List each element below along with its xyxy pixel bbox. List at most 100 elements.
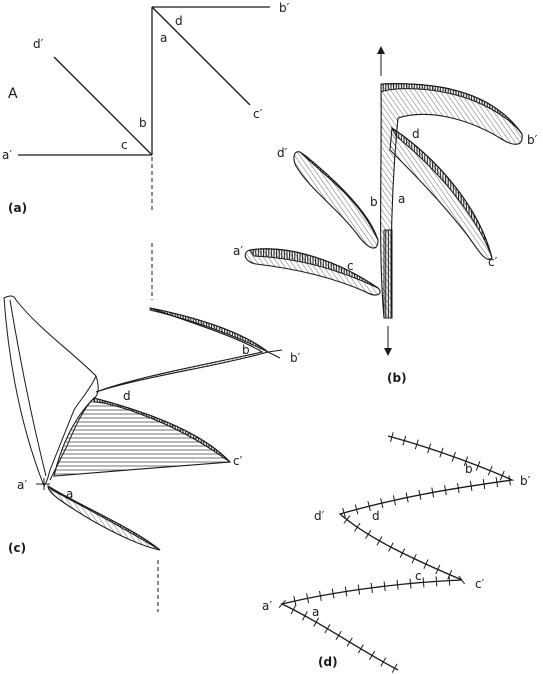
suture-tick [331,588,335,599]
suture-tick [431,487,435,498]
label-d-d-prime: d′ [314,509,325,523]
label-b-limb-a: a [398,192,405,206]
suture-tick [346,637,353,647]
label-c-limb-d: d [123,389,131,403]
suture-tick [458,575,466,585]
incision-d-limb [53,56,153,156]
label-limb-a: a [160,31,167,45]
panel-a: A a′ b′ c′ d′ a b c d (a) [2,1,290,215]
suture-ticks [278,432,511,673]
lifted-flap-outer [3,295,97,487]
suture-tick [435,564,441,575]
suture-tick [422,577,425,588]
label-limb-d: d [175,14,183,28]
suture-tick [344,586,348,597]
suture-tick [335,630,342,640]
label-d-limb-b: b [465,462,473,476]
flap-c-lower-edge [47,485,161,551]
suture-tick [469,480,473,491]
label-b-d-prime: d′ [277,146,288,160]
suture-tick [369,650,376,661]
label-b-b-prime: b′ [527,133,538,147]
label-b-limb-c: c [347,259,354,273]
suture-tick [293,595,297,607]
label-d-a-prime: a′ [262,599,272,613]
suture-tick [354,504,359,515]
panel-tag-d: (d) [318,655,338,669]
label-b-prime: b′ [279,1,290,15]
suture-tick [370,582,373,593]
flap-d-prime [293,151,379,249]
suture-tick [411,553,417,564]
label-b-a-prime: a′ [233,244,243,258]
suture-tick [414,439,419,450]
suture-tick [354,522,361,532]
suture-tick [388,542,394,552]
transposed-flap [53,397,232,477]
suture-tick [383,581,386,592]
suture-tick [380,498,384,509]
suture-tick [475,461,481,471]
suture-tick [457,483,460,493]
lifted-flap-inner [9,299,47,477]
label-d-c-prime: c′ [475,577,485,591]
suture-tick [392,495,396,506]
label-c-b-prime: b′ [290,351,301,365]
label-area-a: A [8,86,18,102]
suture-tick [439,447,444,458]
label-d-limb-c: c [415,569,422,583]
panel-c: a′ b′ c′ a b d (c) [3,243,301,612]
suture-tick [495,477,499,488]
suture-tick [380,657,387,667]
suture-tick [435,576,438,587]
suture-tick [399,548,406,558]
suture-tick [324,624,331,634]
label-c-limb-a: a [66,487,73,501]
label-c-a-prime: a′ [17,478,27,492]
label-d-prime: d′ [33,37,44,51]
label-a-prime: a′ [2,148,12,162]
panel-tag-b: (b) [387,371,407,385]
panel-tag-c: (c) [8,541,26,555]
label-c-c-prime: c′ [233,454,243,468]
flap-c-b-prime-upper-edge [149,307,269,353]
label-b-limb-d: d [412,127,420,141]
suture-tick [290,604,297,615]
suture-tick [482,479,486,490]
suture-tick [444,485,447,496]
suture-tick [427,443,432,454]
suture-tick [402,435,407,446]
suture-tick [451,451,456,462]
label-limb-c: c [121,138,128,152]
suture-tick [487,465,493,476]
suture-tick [405,492,409,503]
suture-tick [499,470,505,481]
central-edge-hatch [383,229,393,319]
suture-tick [357,644,364,654]
label-b-c-prime: c′ [488,255,498,269]
suture-tick [409,578,412,589]
label-b-limb-b: b [370,195,378,209]
suture-tick [365,529,372,539]
flap-c-prime-edge [390,126,493,259]
suture-tick [302,611,308,621]
suture-tick [343,515,351,524]
label-d-limb-d: d [372,509,380,523]
transposed-flap-edge [93,397,231,463]
flap-b-prime [380,83,523,135]
label-d-b-prime: b′ [520,474,531,488]
final-suture-line [280,435,515,671]
panel-tag-a: (a) [8,201,27,215]
suture-tick [367,501,371,512]
suture-tick [447,569,453,580]
flap-a-prime-edge [249,248,379,289]
suture-tick [448,575,451,586]
suture-tick [319,590,322,601]
label-limb-b: b [139,116,147,130]
suture-tick [391,663,398,673]
suture-tick [423,559,429,569]
suture-tick [508,475,511,486]
suture-tick [342,507,346,518]
suture-tick [390,432,394,443]
